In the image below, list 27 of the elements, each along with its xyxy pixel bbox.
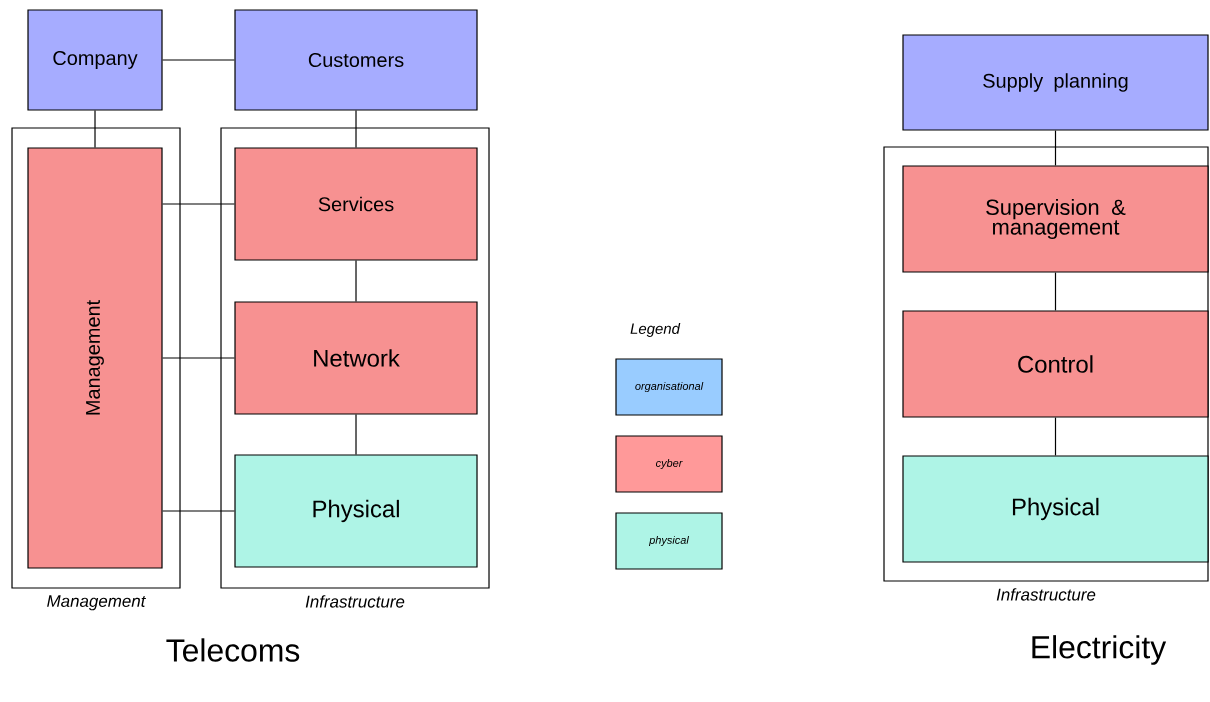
process-box: Network — [234, 301, 478, 415]
connector-line — [355, 110, 357, 148]
connector-line — [162, 203, 235, 205]
process-box: Control — [902, 310, 1209, 418]
connector-line — [162, 59, 235, 61]
section-caption: Electricity — [1032, 635, 1167, 665]
group-heading: Infrastructure — [996, 588, 1096, 601]
process-box: Customers — [234, 9, 478, 111]
connector-line — [1054, 417, 1057, 456]
connector-line — [1054, 130, 1057, 166]
section-caption: Telecoms — [166, 638, 300, 662]
connector-line — [94, 110, 96, 148]
connector-line — [162, 510, 235, 512]
process-box: Management — [27, 147, 163, 569]
process-box: Physical — [234, 454, 478, 568]
group-heading: Management — [47, 595, 146, 611]
process-box: Supply planning — [902, 34, 1209, 131]
connector-line — [1054, 272, 1057, 311]
connector-line — [355, 414, 357, 455]
connector-line — [162, 357, 235, 359]
connector-line — [355, 260, 357, 302]
process-box: Company — [27, 9, 163, 111]
process-box: Services — [234, 147, 478, 261]
group-heading: Infrastructure — [305, 595, 405, 608]
legend-heading: Legend — [630, 323, 681, 337]
process-box: Physical — [902, 455, 1209, 563]
process-box: Supervision & management — [902, 165, 1209, 273]
